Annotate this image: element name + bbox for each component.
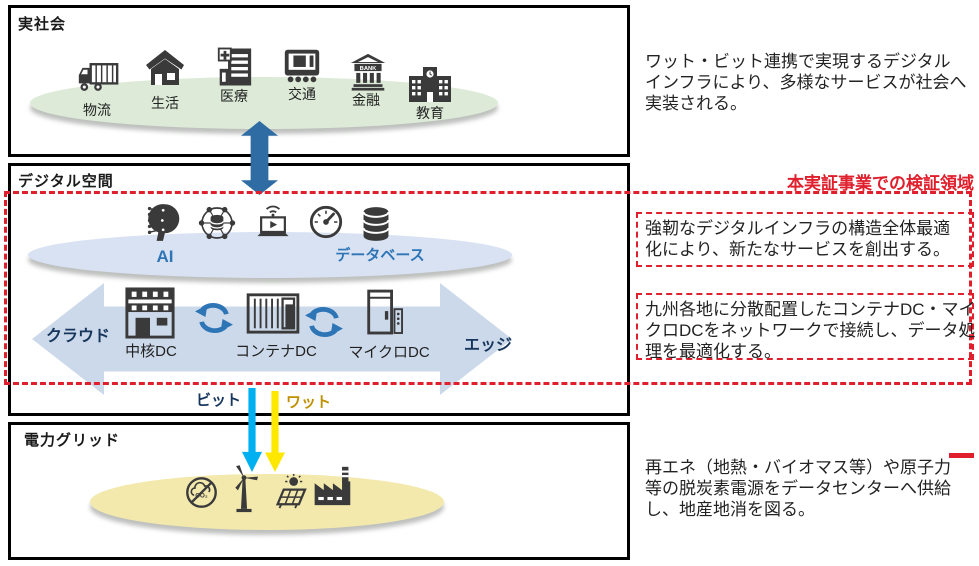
- bank-icon-text: BANK: [360, 66, 378, 72]
- train-icon: [281, 47, 323, 85]
- container-dc-icon: [245, 291, 301, 335]
- dc-label: コンテナDC: [235, 343, 317, 360]
- grid-note: 再エネ（地熱・バイオマス等）や原子力 等の脱炭素電源をデータセンターへ供給 し、…: [645, 457, 951, 520]
- digital-ellipse: [28, 232, 512, 278]
- wind-turbine-icon: [227, 465, 261, 515]
- society-item-label: 金融: [352, 92, 380, 108]
- laptop-icon: [252, 200, 294, 242]
- co2-icon-text: CO₂: [195, 493, 208, 500]
- kyushu-note: 九州各地に分散配置したコンテナDC・マイ クロDCをネットワークで接続し、データ…: [645, 299, 976, 362]
- hospital-icon: [216, 46, 253, 88]
- scope-label: 本実証事業での検証領域: [787, 174, 974, 193]
- society-item-label: 教育: [416, 105, 444, 121]
- kyushu-note-line: 理を最適化する。: [645, 342, 781, 361]
- kyushu-note-line: クロDCをネットワークで接続し、データ処: [645, 321, 976, 340]
- grid-ellipse: [90, 474, 444, 530]
- sync-icon: [301, 304, 347, 340]
- network-database-icon: [197, 202, 237, 244]
- digital-note-line: 化により、新たなサービスを創出する。: [645, 240, 950, 259]
- solar-panel-icon: [269, 473, 307, 509]
- grid-note-line: 再エネ（地熱・バイオマス等）や原子力: [645, 458, 951, 477]
- edge-label: エッジ: [464, 337, 513, 354]
- database-label: データベース: [335, 247, 425, 264]
- kyushu-note-line: 九州各地に分散配置したコンテナDC・マイ: [645, 300, 976, 319]
- dc-label: 中核DC: [125, 343, 177, 360]
- digital-title: デジタル空間: [18, 173, 114, 190]
- digital-note: 強靭なデジタルインフラの構造全体最適 化により、新たなサービスを創出する。: [645, 218, 950, 260]
- red-dash-mark: [949, 453, 974, 458]
- society-note-line: ワット・ビット連携で実現するデジタル: [645, 52, 951, 71]
- society-note: ワット・ビット連携で実現するデジタル インフラにより、多様なサービスが社会へ 実…: [645, 51, 966, 114]
- cloud-label: クラウド: [46, 328, 111, 345]
- gauge-icon: [308, 204, 344, 240]
- ai-icon: [147, 201, 181, 245]
- society-item-label: 物流: [83, 102, 111, 118]
- society-digital-arrow: [241, 121, 278, 195]
- society-note-line: 実装される。: [645, 94, 747, 113]
- school-icon: [407, 64, 453, 104]
- watt-label: ワット: [286, 394, 332, 411]
- micro-dc-icon: [363, 288, 403, 338]
- factory-icon: [311, 464, 353, 508]
- grid-note-line: し、地産地消を図る。: [645, 500, 815, 519]
- grid-note-line: 等の脱炭素電源をデータセンターへ供給: [645, 479, 951, 498]
- society-item-label: 交通: [288, 86, 316, 102]
- dc-label: マイクロDC: [348, 344, 430, 361]
- society-title: 実社会: [18, 16, 67, 33]
- society-item-label: 医療: [220, 88, 248, 104]
- co2-free-icon: CO₂: [185, 476, 218, 509]
- digital-box: [8, 163, 630, 416]
- sync-icon: [191, 300, 237, 336]
- core-dc-icon: [124, 287, 176, 339]
- bit-label: ビット: [196, 392, 242, 409]
- grid-title: 電力グリッド: [24, 432, 121, 449]
- truck-icon: [77, 61, 119, 93]
- society-item-label: 生活: [151, 95, 179, 111]
- society-note-line: インフラにより、多様なサービスが社会へ: [645, 73, 967, 92]
- digital-note-line: 強靭なデジタルインフラの構造全体最適: [645, 219, 951, 238]
- house-icon: [143, 48, 187, 88]
- bank-icon: BANK: [348, 53, 388, 91]
- ai-label: AI: [156, 247, 174, 266]
- database-icon: [360, 204, 392, 244]
